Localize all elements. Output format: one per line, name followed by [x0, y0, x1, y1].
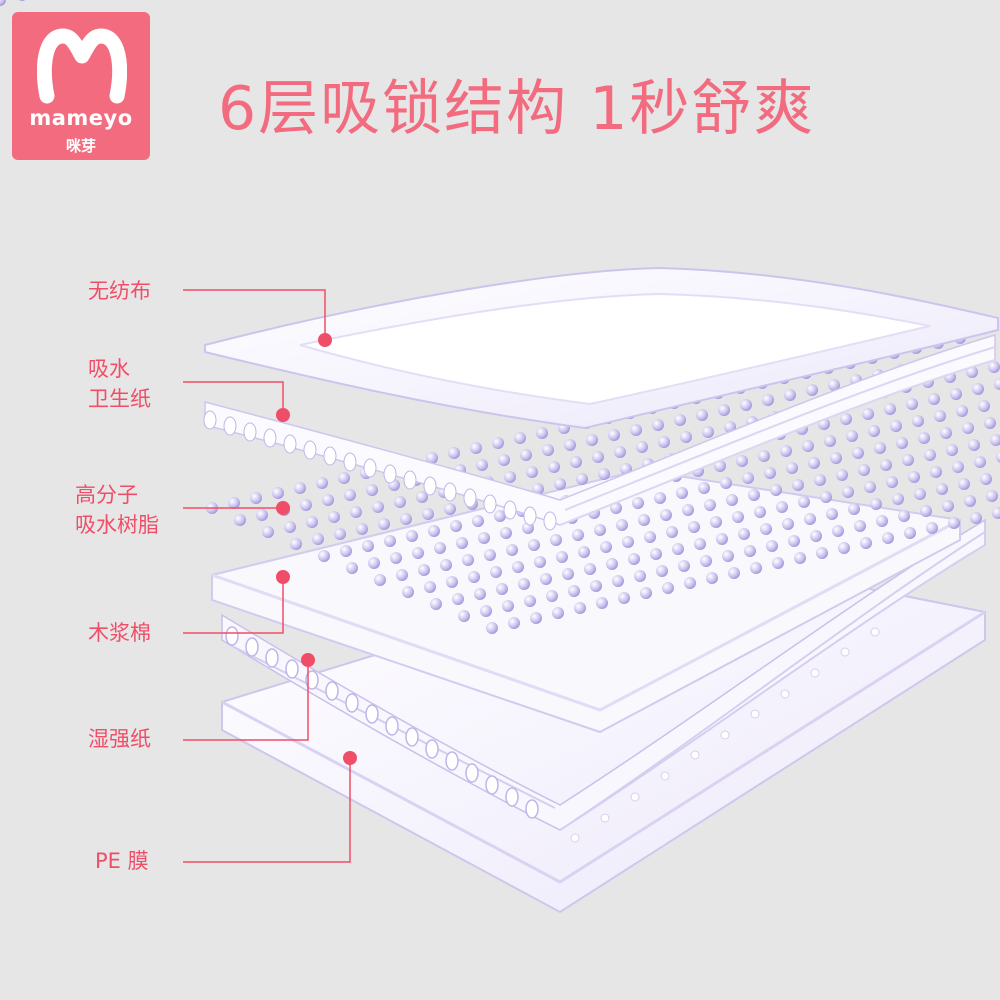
layer-label-absorbent-tissue: 吸水 卫生纸 [88, 354, 151, 414]
layer-label-pe-film: PE 膜 [95, 846, 149, 876]
non-woven-layer [205, 268, 998, 428]
layer-label-sap-resin: 高分子 吸水树脂 [75, 480, 159, 540]
layer-label-wet-strength-paper: 湿强纸 [88, 724, 151, 754]
layer-label-non-woven: 无纺布 [88, 276, 151, 306]
layer-label-wood-pulp: 木浆棉 [88, 618, 151, 648]
